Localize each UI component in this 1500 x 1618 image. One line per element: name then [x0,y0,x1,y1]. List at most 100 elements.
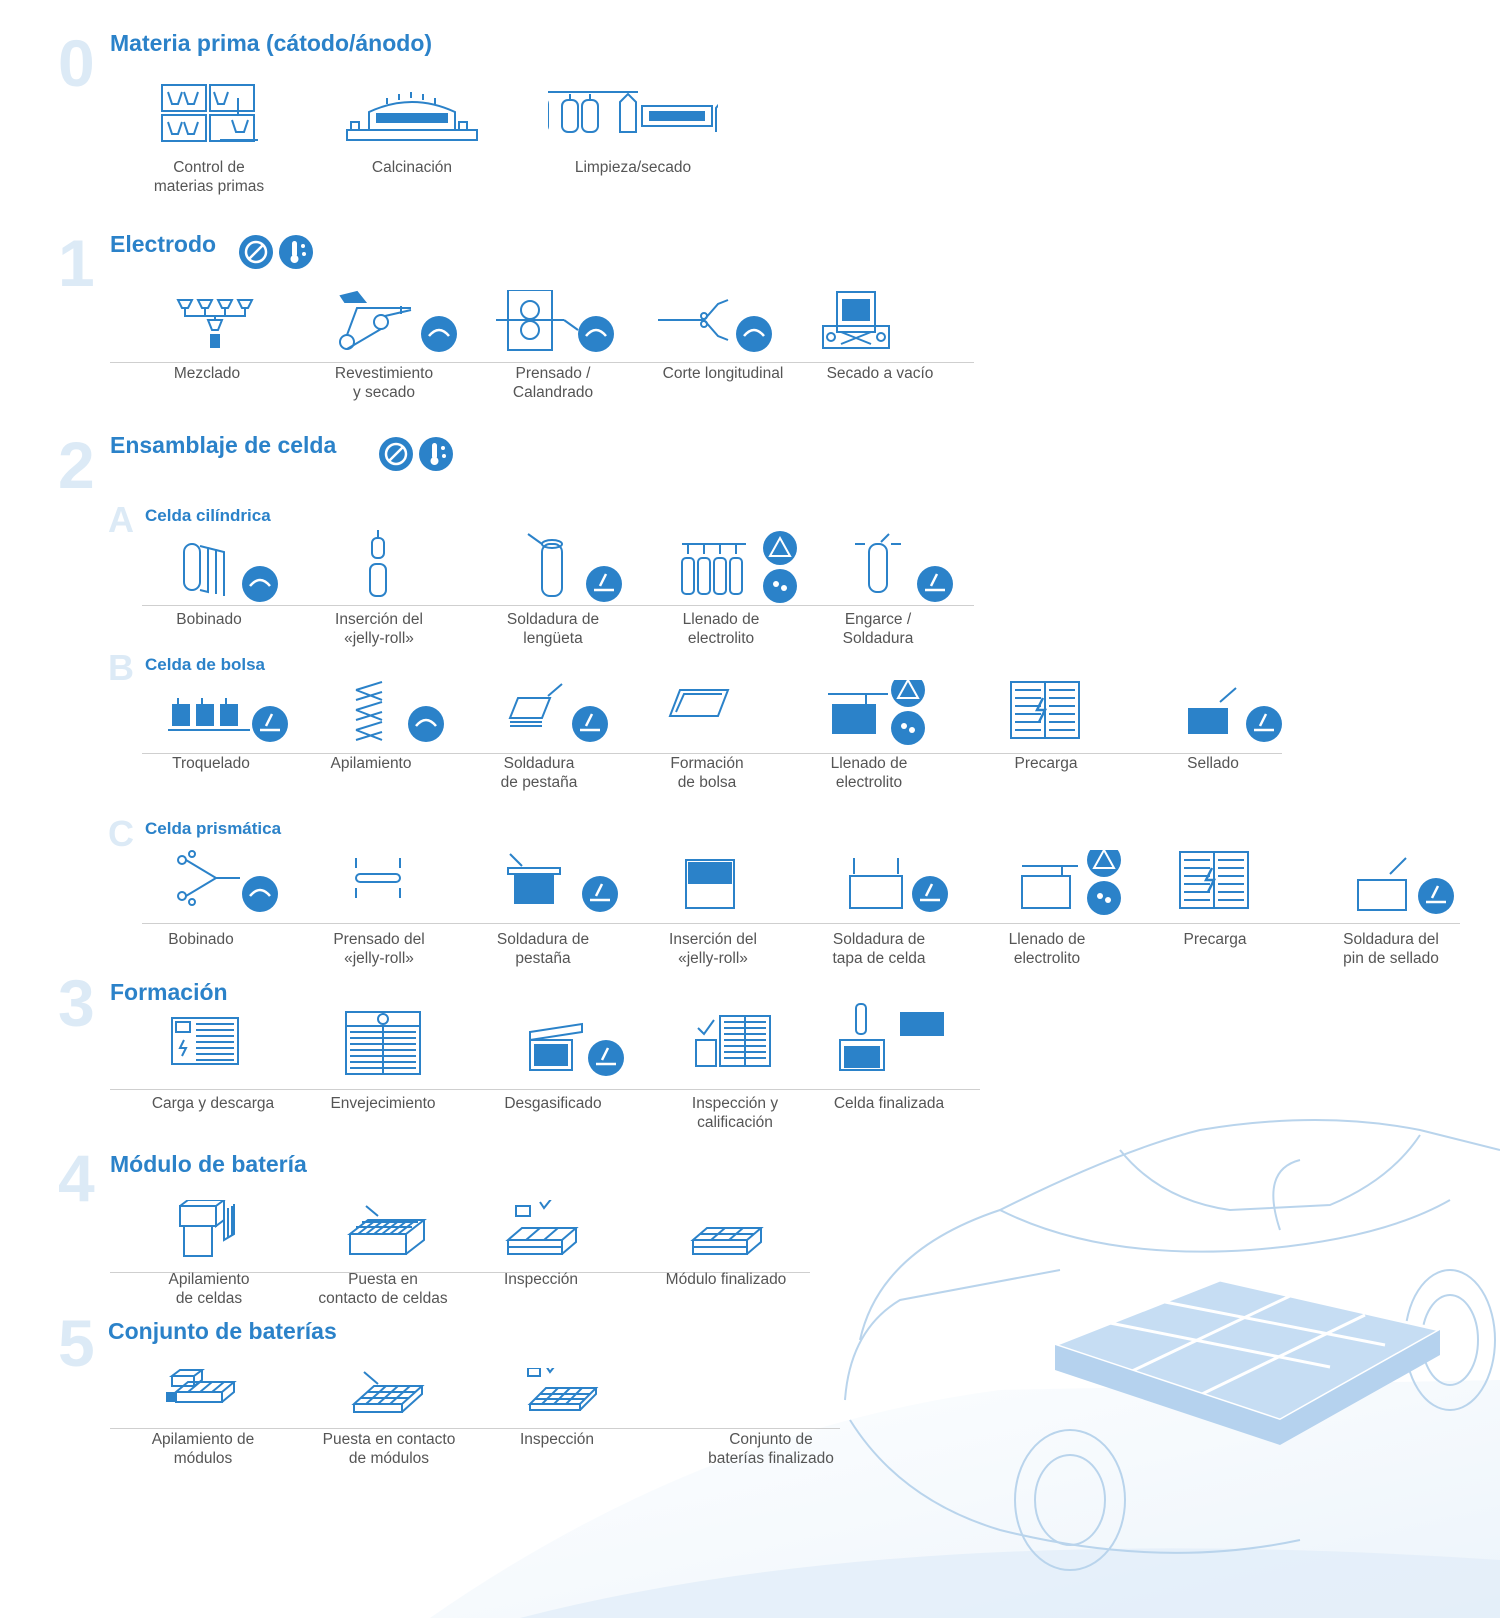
step-label: Inserción del «jelly-roll» [669,931,757,967]
welding-badge-icon [582,876,618,912]
cell-contacting-icon [347,1205,427,1255]
subsection-title: Celda cilíndrica [145,506,271,525]
step-label: Inspección [519,1431,595,1448]
no-dust-icon [239,235,273,269]
subsection-divider [142,605,974,606]
winding-icon [183,543,278,602]
humidity-temperature-icon [419,437,453,471]
precharge-icon [1179,851,1249,909]
welding-badge-icon [912,876,948,912]
dry-room-badge-icon [242,876,278,912]
step-label: Calcinación [371,159,453,176]
subsection-title: Celda de bolsa [145,655,265,674]
winding-icon [177,850,278,912]
coating-drying-icon [339,290,457,352]
welding-badge-icon [586,566,622,602]
step-label: Soldadura del pin de sellado [1343,931,1439,967]
subsection-letter: C [108,813,134,854]
step-label: Control de materias primas [153,159,265,195]
section-number: 2 [58,428,95,502]
jelly-roll-insertion-icon [685,859,735,909]
seal-pin-welding-icon [1357,857,1454,914]
welding-badge-icon [588,1040,624,1076]
step-label: Soldadura de tapa de celda [832,931,926,967]
cleaning-drying-plant-icon [548,91,718,133]
step-label: Sellado [1187,755,1239,772]
module-stacking-icon [166,1369,237,1403]
step-label: Prensado / Calandrado [512,365,594,401]
section-divider [110,362,974,363]
electrolyte-badge-icon [891,711,925,745]
step-label: Módulo finalizado [665,1271,787,1288]
welding-badge-icon [1418,878,1454,914]
tab-welding-icon [527,533,622,602]
dry-room-badge-icon [252,706,288,742]
step-label: Secado a vacío [826,365,934,382]
step-label: Engarce / Soldadura [842,611,914,647]
section-title: Módulo de batería [110,1151,307,1177]
step-label: Bobinado [176,611,242,628]
pouch-forming-icon [668,689,730,717]
step-label: Apilamiento de celdas [168,1271,250,1307]
step-label: Llenado de electrolito [1008,931,1086,967]
step-label: Apilamiento [330,755,412,772]
dry-room-badge-icon [408,706,444,742]
electrolyte-badge-icon [763,569,797,603]
welding-badge-icon [917,566,953,602]
step-label: Envejecimiento [330,1095,436,1112]
die-cutting-icon [168,698,288,742]
inspection-grading-icon [695,1015,771,1067]
step-label: Llenado de electrolito [682,611,760,647]
jelly-roll-pressing-icon [355,858,401,898]
crimping-welding-icon [855,533,953,602]
subsection-divider [142,923,1460,924]
step-label: Precarga [1183,931,1247,948]
precharge-icon [1010,681,1080,739]
tab-welding-icon [508,683,608,742]
section-number: 1 [58,226,95,300]
explosion-proof-badge-icon [763,531,797,565]
subsection-divider [142,753,1282,754]
electrolyte-filling-icon [1021,850,1121,915]
step-label: Puesta en contacto de módulos [322,1431,456,1467]
no-dust-icon [379,437,413,471]
module-contacting-icon [351,1371,425,1413]
section-badges [239,235,313,269]
aging-icon [345,1011,421,1075]
cell-stacking-icon [179,1200,235,1257]
electrolyte-filling-icon [681,531,797,603]
electrolyte-filling-icon [828,680,925,745]
step-label: Troquelado [172,755,250,772]
step-label: Inspección y calificación [691,1095,779,1131]
humidity-temperature-icon [279,235,313,269]
raw-material-control-icon [161,84,258,142]
subsection-letter: A [108,499,134,540]
step-label: Limpieza/secado [574,159,692,176]
step-label: Carga y descarga [151,1095,275,1112]
step-label: Precarga [1014,755,1078,772]
step-label: Llenado de electrolito [830,755,908,791]
step-label: Inspección [503,1271,579,1288]
stacking-icon [355,681,444,742]
section-divider [110,1089,980,1090]
section-divider [110,1272,810,1273]
section-number: 0 [58,26,95,100]
section-title: Electrodo [110,231,217,257]
step-label: Soldadura de lengüeta [506,611,600,647]
step-label: Conjunto de baterías finalizado [708,1431,834,1467]
subsection-letter: B [108,647,134,688]
welding-badge-icon [572,706,608,742]
step-label: Revestimiento y secado [334,365,434,401]
dry-room-badge-icon [421,316,457,352]
sealing-icon [1188,687,1282,742]
section-number: 5 [58,1306,95,1380]
section-title: Ensamblaje de celda [110,432,337,458]
section-number: 3 [58,966,95,1040]
step-label: Mezclado [173,365,241,382]
mixing-icon [176,299,254,348]
step-label: Desgasificado [504,1095,602,1112]
cap-welding-icon [849,858,948,912]
charge-discharge-icon [171,1017,239,1065]
section-title: Materia prima (cátodo/ánodo) [110,30,433,56]
